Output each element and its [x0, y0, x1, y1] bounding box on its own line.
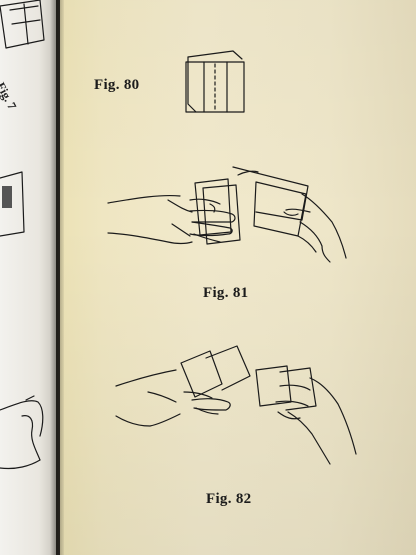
fig-81-caption: Fig. 81	[203, 285, 249, 301]
fig-81-left-fingers	[189, 198, 236, 243]
book-gutter	[50, 0, 64, 555]
fig-80-caption: Fig. 80	[94, 77, 140, 93]
left-page-hand-drawing	[0, 395, 44, 470]
fig-81-left-hand	[107, 194, 193, 245]
fig-81-right-hand	[283, 193, 347, 263]
left-page-diagram-top	[0, 0, 45, 49]
fig-82-right-hand	[275, 377, 357, 465]
right-page	[60, 0, 416, 555]
fig-81-cards	[194, 166, 309, 245]
fig-82-left-hand	[115, 369, 231, 427]
fig-82-cards-right	[255, 365, 317, 411]
fig-82-caption: Fig. 82	[206, 491, 252, 507]
fig-82-cards-left	[180, 345, 251, 398]
left-page	[0, 0, 56, 555]
fig-80-cards	[185, 50, 245, 113]
left-page-card-diagram	[0, 171, 25, 237]
